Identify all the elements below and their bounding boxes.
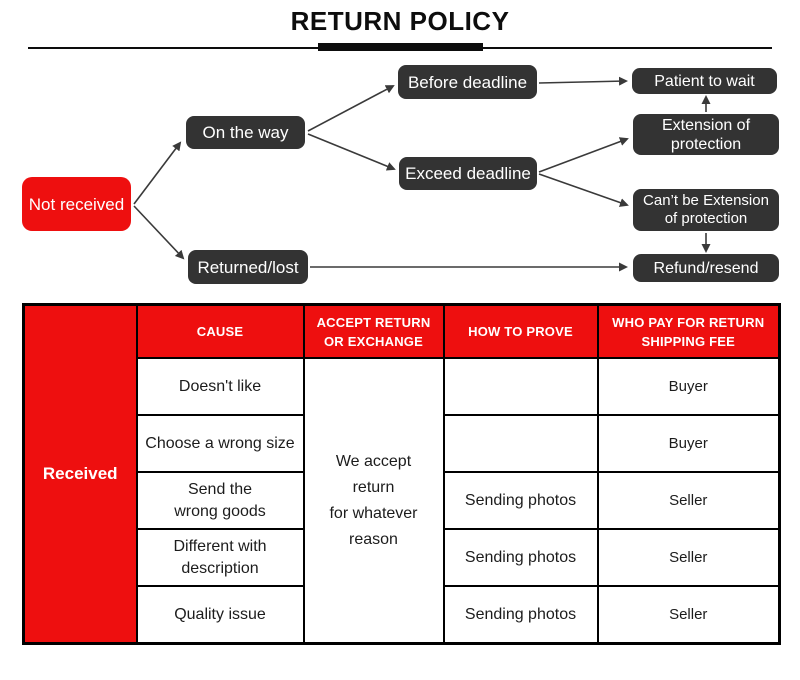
flow-node-before-deadline: Before deadline bbox=[398, 65, 537, 99]
prove-cell bbox=[442, 414, 599, 473]
cause-cell: Choose a wrong size bbox=[135, 414, 305, 473]
payer-cell: Seller bbox=[596, 585, 781, 645]
flow-node-patient-to-wait: Patient to wait bbox=[632, 68, 777, 94]
arrow-exceeddeadline-extension bbox=[538, 137, 629, 173]
arrow-exceeddeadline-cantextension bbox=[538, 173, 629, 207]
table-row: Different with description Sending photo… bbox=[24, 528, 781, 587]
column-header-accept-return: ACCEPT RETURN OR EXCHANGE bbox=[302, 303, 445, 359]
column-header-who-pays: WHO PAY FOR RETURN SHIPPING FEE bbox=[596, 303, 781, 359]
prove-cell: Sending photos bbox=[442, 585, 599, 645]
flow-node-not-received: Not received bbox=[22, 177, 131, 231]
accept-policy-cell: We accept return for whatever reason bbox=[302, 357, 445, 645]
payer-cell: Buyer bbox=[596, 414, 781, 473]
column-header-cause: CAUSE bbox=[135, 303, 305, 359]
arrow-notreceived-ontheway bbox=[133, 141, 182, 205]
cause-cell: Quality issue bbox=[135, 585, 305, 645]
payer-cell: Buyer bbox=[596, 357, 781, 416]
row-header-received: Received bbox=[22, 303, 138, 645]
page-title: RETURN POLICY bbox=[290, 6, 510, 36]
arrow-ontheway-beforedeadline bbox=[307, 85, 395, 132]
prove-cell: Sending photos bbox=[442, 528, 599, 587]
arrow-beforedeadline-patienttowait bbox=[538, 76, 628, 86]
payer-cell: Seller bbox=[596, 528, 781, 587]
prove-cell bbox=[442, 357, 599, 416]
table-row: Send the wrong goods Sending photos Sell… bbox=[24, 471, 781, 530]
flow-node-on-the-way: On the way bbox=[186, 116, 305, 149]
payer-cell: Seller bbox=[596, 471, 781, 530]
cause-cell: Different with description bbox=[135, 528, 305, 587]
table-row: Quality issue Sending photos Seller bbox=[24, 585, 781, 645]
flow-node-exceed-deadline: Exceed deadline bbox=[399, 157, 537, 190]
table-row: Doesn't like We accept return for whatev… bbox=[24, 357, 781, 645]
title-divider-bar bbox=[318, 43, 483, 51]
cause-cell: Send the wrong goods bbox=[135, 471, 305, 530]
cause-cell: Doesn't like bbox=[135, 357, 305, 416]
flow-node-cant-be-extension: Can’t be Extension of protection bbox=[633, 189, 779, 231]
flowchart-arrows bbox=[133, 76, 711, 272]
arrow-ontheway-exceeddeadline bbox=[307, 133, 396, 171]
return-policy-table: Received CAUSE ACCEPT RETURN OR EXCHANGE… bbox=[22, 303, 781, 645]
arrow-notreceived-returnedlost bbox=[133, 205, 185, 260]
flow-node-refund-resend: Refund/resend bbox=[633, 254, 779, 282]
table-row: Choose a wrong size Buyer bbox=[24, 414, 781, 473]
table-header-row: Received CAUSE ACCEPT RETURN OR EXCHANGE… bbox=[22, 303, 781, 645]
prove-cell: Sending photos bbox=[442, 471, 599, 530]
column-header-how-to-prove: HOW TO PROVE bbox=[442, 303, 599, 359]
flow-node-returned-lost: Returned/lost bbox=[188, 250, 308, 284]
flow-node-extension-of-protection: Extension of protection bbox=[633, 114, 779, 155]
